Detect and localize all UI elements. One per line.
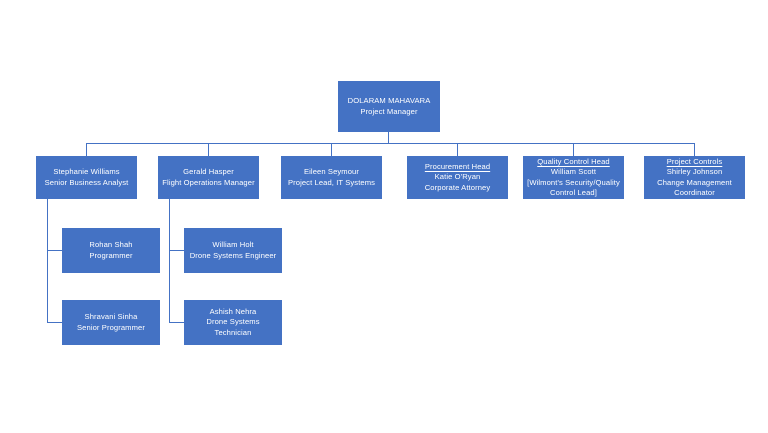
connector-drop-quality-control-head bbox=[573, 143, 575, 156]
connector-drop-stephanie-williams bbox=[86, 143, 88, 156]
org-node-name: Gerald Hasper bbox=[183, 167, 234, 177]
org-node-name: Stephanie Williams bbox=[53, 167, 120, 177]
org-node-role-header: Procurement Head bbox=[424, 162, 491, 172]
connector-elbow-rohan-shah bbox=[47, 250, 63, 252]
org-node-title: Corporate Attorney bbox=[424, 182, 491, 192]
connector-drop-gerald-hasper bbox=[208, 143, 210, 156]
org-node-title: Senior Programmer bbox=[77, 322, 145, 332]
org-node-name: William Scott bbox=[550, 167, 597, 177]
org-node-project-controls[interactable]: Project Controls Shirley Johnson Change … bbox=[644, 156, 745, 199]
org-node-rohan-shah[interactable]: Rohan Shah Programmer bbox=[62, 228, 160, 273]
connector-drop-project-controls bbox=[694, 143, 696, 156]
org-node-procurement-head[interactable]: Procurement Head Katie O'Ryan Corporate … bbox=[407, 156, 508, 199]
org-node-name: Shirley Johnson bbox=[666, 167, 723, 177]
org-node-name: Ashish Nehra bbox=[209, 307, 257, 317]
org-node-name: Rohan Shah bbox=[89, 240, 133, 250]
org-node-note: [Wilmont's Security/Quality Control Lead… bbox=[527, 177, 620, 197]
org-node-title: Drone Systems Technician bbox=[206, 317, 260, 337]
org-node-ashish-nehra[interactable]: Ashish Nehra Drone Systems Technician bbox=[184, 300, 282, 345]
org-node-gerald-hasper[interactable]: Gerald Hasper Flight Operations Manager bbox=[158, 156, 259, 199]
connector-spine-gerald-hasper bbox=[169, 198, 171, 323]
connector-elbow-shravani-sinha bbox=[47, 322, 63, 324]
org-node-title: Change Management Coordinator bbox=[657, 177, 732, 197]
org-node-name: Shravani Sinha bbox=[84, 312, 138, 322]
org-node-william-holt[interactable]: William Holt Drone Systems Engineer bbox=[184, 228, 282, 273]
connector-elbow-william-holt bbox=[169, 250, 184, 252]
connector-level1-bus bbox=[86, 143, 695, 145]
connector-root-stem bbox=[388, 132, 390, 144]
connector-spine-stephanie-williams bbox=[47, 198, 49, 323]
org-node-eileen-seymour[interactable]: Eileen Seymour Project Lead, IT Systems bbox=[281, 156, 382, 199]
connector-drop-eileen-seymour bbox=[331, 143, 333, 156]
org-node-title: Project Lead, IT Systems bbox=[287, 177, 376, 187]
org-node-title: Programmer bbox=[89, 250, 133, 260]
connector-elbow-ashish-nehra bbox=[169, 322, 184, 324]
org-node-role-header: Quality Control Head bbox=[537, 157, 610, 166]
connector-drop-procurement-head bbox=[457, 143, 459, 156]
org-node-title: Drone Systems Engineer bbox=[189, 250, 277, 260]
org-node-name: DOLARAM MAHAVARA bbox=[347, 96, 431, 106]
org-node-title: Flight Operations Manager bbox=[162, 177, 255, 187]
org-node-shravani-sinha[interactable]: Shravani Sinha Senior Programmer bbox=[62, 300, 160, 345]
org-node-root[interactable]: DOLARAM MAHAVARA Project Manager bbox=[338, 81, 440, 132]
org-node-name: William Holt bbox=[212, 240, 254, 250]
org-node-name: Eileen Seymour bbox=[303, 167, 359, 177]
org-node-quality-control-head[interactable]: Quality Control Head William Scott [Wilm… bbox=[523, 156, 624, 199]
org-node-name: Katie O'Ryan bbox=[434, 172, 481, 182]
org-node-role-header: Project Controls bbox=[666, 157, 723, 166]
org-node-title: Senior Business Analyst bbox=[44, 177, 129, 187]
org-node-title: Project Manager bbox=[360, 106, 418, 116]
org-node-stephanie-williams[interactable]: Stephanie Williams Senior Business Analy… bbox=[36, 156, 137, 199]
